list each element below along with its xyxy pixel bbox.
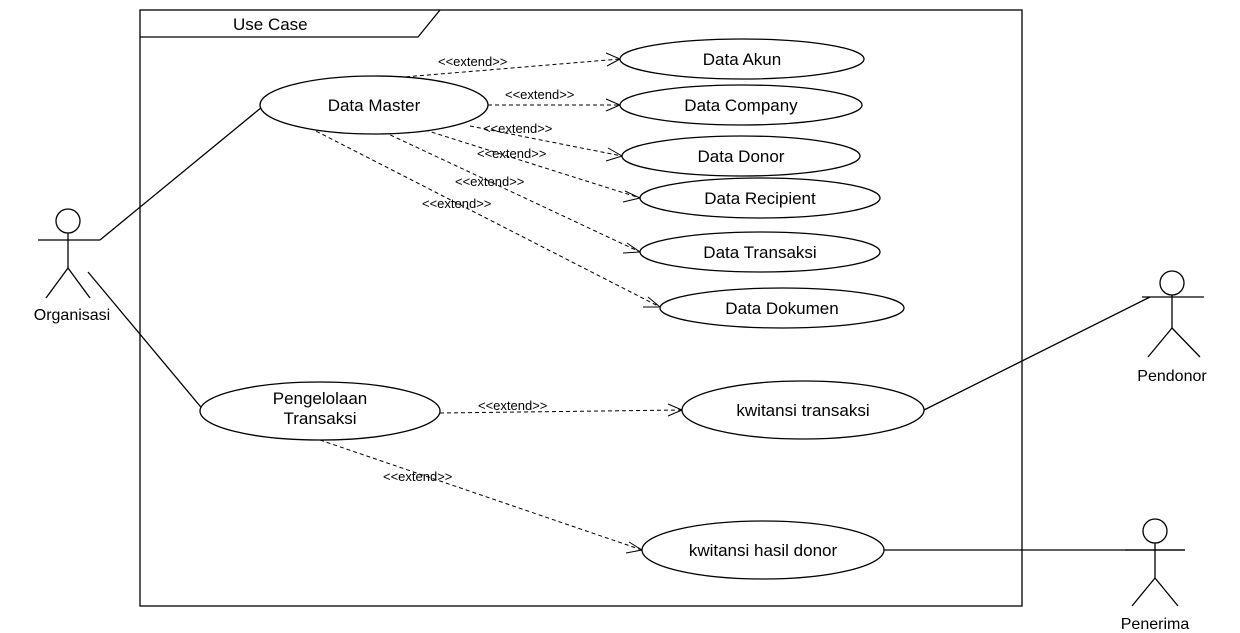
usecase-label-line-1: Pengelolaan — [273, 389, 368, 408]
actor-name: Pendonor — [1137, 368, 1207, 385]
usecase-data-akun[interactable]: Data Akun — [619, 38, 865, 80]
usecase-kwitansi-hasil-donor[interactable]: kwitansi hasil donor — [641, 520, 885, 580]
extend-pengelolaan-kwitansi-transaksi: <<extend>> — [439, 398, 684, 417]
actor-organisasi[interactable]: Organisasi — [34, 208, 110, 324]
usecase-pengelolaan-transaksi[interactable]: Pengelolaan Transaksi — [199, 381, 441, 441]
extend-master-company: <<extend>> — [488, 87, 622, 112]
extend-master-akun: <<extend>> — [391, 52, 622, 79]
actor-pendonor[interactable]: Pendonor — [1137, 270, 1207, 385]
usecase-data-recipient[interactable]: Data Recipient — [639, 177, 881, 219]
actor-name: Penerima — [1121, 616, 1190, 633]
extend-master-donor: <<extend>> — [469, 121, 624, 162]
usecase-kwitansi-transaksi[interactable]: kwitansi transaksi — [681, 380, 925, 440]
extend-label: <<extend>> — [477, 146, 546, 161]
usecase-data-master[interactable]: Data Master — [259, 75, 489, 135]
usecase-data-donor[interactable]: Data Donor — [621, 135, 861, 177]
usecase-data-transaksi[interactable]: Data Transaksi — [639, 231, 881, 273]
usecase-label: Data Transaksi — [703, 243, 816, 262]
usecase-label: Data Akun — [703, 50, 781, 69]
usecase-data-dokumen[interactable]: Data Dokumen — [659, 287, 905, 329]
assoc-pendonor-kwitansi-transaksi — [923, 296, 1151, 411]
extend-label: <<extend>> — [478, 398, 547, 413]
usecase-label: Data Master — [328, 96, 421, 115]
actor-penerima[interactable]: Penerima — [1121, 518, 1190, 633]
extend-pengelolaan-kwitansi-hasil: <<extend>> — [319, 439, 644, 554]
use-cases: Data Master Data Akun Data Company Data … — [199, 38, 925, 580]
extend-label: <<extend>> — [455, 174, 524, 189]
actor-head-icon — [55, 208, 81, 234]
extend-label: <<extend>> — [383, 469, 452, 484]
actor-head-icon — [1159, 270, 1185, 296]
usecase-label: kwitansi hasil donor — [689, 541, 838, 560]
usecase-label-line-2: Transaksi — [283, 409, 356, 428]
associations — [87, 106, 1185, 551]
extend-label: <<extend>> — [505, 87, 574, 102]
actor-head-icon — [1142, 518, 1168, 544]
extend-label: <<extend>> — [438, 54, 507, 69]
assoc-org-pengelolaan — [87, 271, 206, 413]
actor-name: Organisasi — [34, 307, 110, 324]
assoc-org-master — [99, 106, 263, 241]
usecase-label: kwitansi transaksi — [736, 401, 869, 420]
usecase-data-company[interactable]: Data Company — [619, 84, 863, 126]
extend-label: <<extend>> — [483, 121, 552, 136]
usecase-label: Data Dokumen — [725, 299, 838, 318]
usecase-label: Data Donor — [698, 147, 785, 166]
system-title: Use Case — [233, 15, 308, 34]
usecase-label: Data Recipient — [704, 189, 816, 208]
usecase-label: Data Company — [684, 96, 798, 115]
extend-label: <<extend>> — [422, 196, 491, 211]
system-boundary: Use Case — [139, 9, 1023, 607]
